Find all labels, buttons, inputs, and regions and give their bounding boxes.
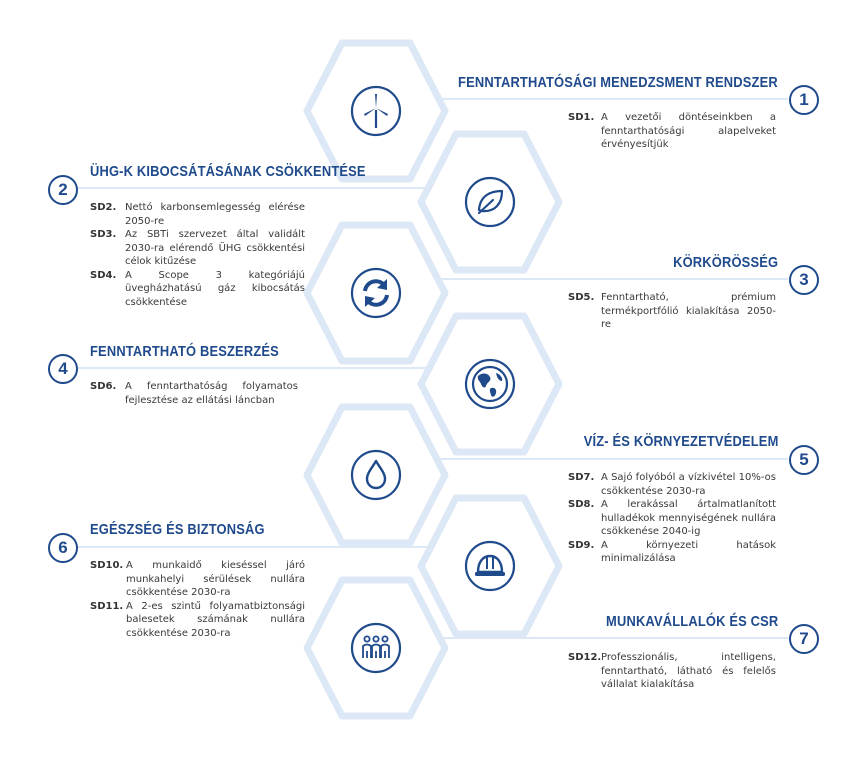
- goal-item-sd5: SD5. Fenntartható, prémium termékportfól…: [568, 291, 776, 332]
- goal-code: SD9.: [568, 539, 595, 551]
- goal-text: A vezetői döntéseinkben a fenntarthatósá…: [601, 112, 776, 150]
- goal-item-sd8: SD8. A lerakással ártalmatlanított hulla…: [568, 498, 776, 539]
- recycle-arrows-icon: [350, 267, 402, 319]
- section-1-items: SD1. A vezetői döntéseinkben a fenntarth…: [568, 111, 776, 152]
- hexagon-2: [417, 130, 563, 274]
- section-2-number-badge: 2: [48, 175, 78, 205]
- goal-text: A Sajó folyóból a vízkivétel 10%-os csök…: [601, 472, 776, 497]
- hard-hat-icon: [464, 540, 516, 592]
- goal-text: A Scope 3 kategóriájú üvegházhatású gáz …: [125, 269, 305, 308]
- goal-code: SD1.: [568, 112, 595, 123]
- goal-code: SD4.: [90, 269, 117, 281]
- goal-item-sd10: SD10. A munkaidő kieséssel járó munkahel…: [90, 559, 305, 600]
- goal-text: A fenntarthatóság folyamatos fejlesztése…: [125, 381, 298, 406]
- goal-text: A lerakással ártalmatlanított hulladékok…: [601, 499, 776, 537]
- goal-code: SD11.: [90, 600, 124, 612]
- section-1-title: FENNTARTHATÓSÁGI MENEDZSMENT RENDSZER: [458, 74, 778, 91]
- section-4-title: FENNTARTHATÓ BESZERZÉS: [90, 343, 279, 360]
- hexagon-5: [303, 403, 449, 547]
- leaf-icon: [464, 176, 516, 228]
- goal-item-sd7: SD7. A Sajó folyóból a vízkivétel 10%-os…: [568, 471, 776, 498]
- section-5-number-badge: 5: [789, 445, 819, 475]
- goal-text: Nettó karbonsemlegesség elérése 2050-re: [125, 202, 305, 227]
- goal-item-sd4: SD4. A Scope 3 kategóriájú üvegházhatású…: [90, 269, 305, 310]
- goal-code: SD7.: [568, 472, 595, 483]
- goal-code: SD5.: [568, 292, 595, 303]
- section-5-title: VÍZ- ÉS KÖRNYEZETVÉDELEM: [583, 433, 778, 450]
- section-6-number-badge: 6: [48, 533, 78, 563]
- goal-code: SD10.: [90, 560, 124, 571]
- section-1-number-badge: 1: [789, 85, 819, 115]
- section-2-items: SD2. Nettó karbonsemlegesség elérése 205…: [90, 201, 305, 309]
- goal-text: A 2-es szintű folyamatbiztonsági baleset…: [126, 600, 305, 639]
- goal-item-sd9: SD9. A környezeti hatások minimalizálása: [568, 539, 776, 566]
- goal-text: Fenntartható, prémium termékportfólió ki…: [601, 292, 776, 330]
- goal-item-sd3: SD3. Az SBTi szervezet által validált 20…: [90, 228, 305, 269]
- globe-icon: [464, 358, 516, 410]
- section-4-number-badge: 4: [48, 354, 78, 384]
- people-icon: [350, 622, 402, 674]
- hexagon-1: [303, 39, 449, 183]
- hexagon-3: [303, 221, 449, 365]
- section-7-title: MUNKAVÁLLALÓK ÉS CSR: [605, 613, 778, 630]
- section-6-items: SD10. A munkaidő kieséssel járó munkahel…: [90, 559, 305, 640]
- goal-text: Professzionális, intelligens, fenntartha…: [601, 652, 776, 690]
- section-2-title: ÜHG-K KIBOCSÁTÁSÁNAK CSÖKKENTÉSE: [90, 163, 366, 180]
- goal-item-sd1: SD1. A vezetői döntéseinkben a fenntarth…: [568, 111, 776, 152]
- goal-code: SD3.: [90, 229, 117, 240]
- goal-item-sd6: SD6. A fenntarthatóság folyamatos fejles…: [90, 380, 298, 407]
- goal-text: A munkaidő kieséssel járó munkahelyi sér…: [126, 560, 305, 598]
- goal-code: SD2.: [90, 202, 117, 213]
- section-4-items: SD6. A fenntarthatóság folyamatos fejles…: [90, 380, 298, 407]
- hexagon-4: [417, 312, 563, 456]
- section-5-items: SD7. A Sajó folyóból a vízkivétel 10%-os…: [568, 471, 776, 566]
- goal-item-sd12: SD12. Professzionális, intelligens, fenn…: [568, 651, 776, 692]
- hexagon-6: [417, 494, 563, 638]
- section-7-items: SD12. Professzionális, intelligens, fenn…: [568, 651, 776, 692]
- goal-code: SD8.: [568, 499, 595, 510]
- goal-item-sd2: SD2. Nettó karbonsemlegesség elérése 205…: [90, 201, 305, 228]
- goal-item-sd11: SD11. A 2-es szintű folyamatbiztonsági b…: [90, 600, 305, 641]
- section-3-number-badge: 3: [789, 265, 819, 295]
- wind-turbine-icon: [350, 85, 402, 137]
- section-3-title: KÖRKÖRÖSSÉG: [672, 254, 778, 271]
- goal-text: Az SBTi szervezet által validált 2030-ra…: [125, 229, 305, 267]
- section-3-items: SD5. Fenntartható, prémium termékportfól…: [568, 291, 776, 332]
- water-drop-icon: [350, 449, 402, 501]
- section-7-number-badge: 7: [789, 624, 819, 654]
- hexagon-7: [303, 576, 449, 720]
- goal-code: SD6.: [90, 381, 117, 392]
- goal-text: A környezeti hatások minimalizálása: [601, 539, 776, 565]
- section-6-title: EGÉSZSÉG ÉS BIZTONSÁG: [90, 521, 265, 538]
- goal-code: SD12.: [568, 652, 602, 663]
